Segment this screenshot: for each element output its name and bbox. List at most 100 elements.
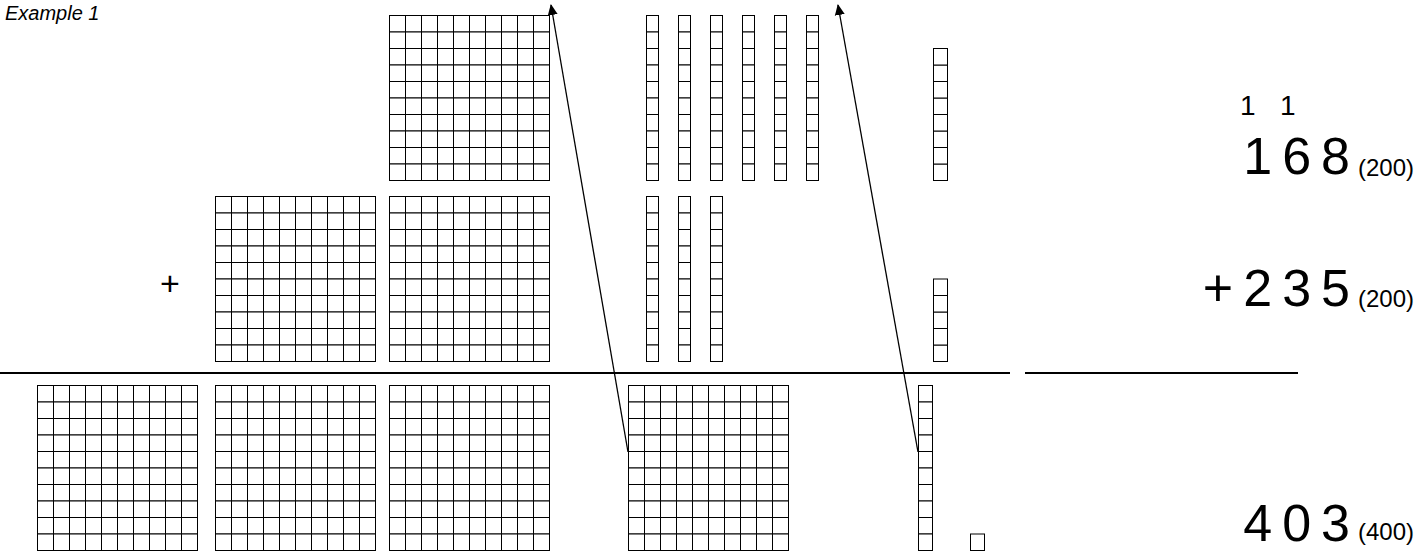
ten-rod	[711, 82, 723, 99]
ten-rod	[807, 164, 819, 181]
hundred-flat	[438, 131, 454, 148]
ten-rod	[711, 230, 723, 247]
hundred-flat	[216, 402, 232, 419]
hundred-flat	[390, 32, 406, 49]
hundred-flat	[725, 485, 741, 502]
hundred-flat	[422, 501, 438, 518]
hundred-flat	[518, 312, 534, 329]
hundred-flat	[150, 419, 166, 436]
hundred-flat	[360, 468, 376, 485]
hundred-flat	[344, 501, 360, 518]
ten-rod	[679, 131, 691, 148]
ten-rod	[647, 32, 659, 49]
hundred-flat	[438, 452, 454, 469]
hundred-flat	[312, 279, 328, 296]
hundred-flat	[406, 16, 422, 33]
hundred-flat	[677, 534, 693, 551]
hundred-flat	[757, 468, 773, 485]
hundred-flat	[518, 131, 534, 148]
ten-rod	[647, 115, 659, 132]
hundred-flat	[216, 345, 232, 362]
hundred-flat	[406, 246, 422, 263]
ten-rod	[743, 82, 755, 99]
hundred-flat	[118, 402, 134, 419]
hundred-flat	[486, 82, 502, 99]
hundred-flat	[502, 485, 518, 502]
estimate: (200)	[1358, 156, 1414, 180]
ten-rod	[679, 279, 691, 296]
hundred-flat	[406, 501, 422, 518]
hundred-flat	[438, 49, 454, 66]
ten-rod	[647, 230, 659, 247]
hundred-flat	[280, 419, 296, 436]
hundred-flat	[86, 534, 102, 551]
hundred-flat	[629, 452, 645, 469]
hundred-flat	[741, 501, 757, 518]
hundred-flat	[693, 402, 709, 419]
ten-rod	[775, 32, 787, 49]
hundred-flat	[725, 468, 741, 485]
hundred-flat	[390, 386, 406, 403]
hundred-flat	[406, 49, 422, 66]
hundred-flat	[741, 468, 757, 485]
hundred-flat	[70, 435, 86, 452]
regrouped-ten	[919, 485, 933, 502]
ten-rod	[647, 65, 659, 82]
hundred-flat	[102, 386, 118, 403]
hundred-flat	[741, 485, 757, 502]
unit-cube	[934, 98, 948, 115]
hundred-flat	[454, 148, 470, 165]
ten-rod	[679, 98, 691, 115]
hundred-flat	[454, 115, 470, 132]
hundred-flat	[534, 329, 550, 346]
hundred-flat	[486, 49, 502, 66]
hundred-flat	[390, 246, 406, 263]
hundred-flat	[182, 468, 198, 485]
hundred-flat	[312, 246, 328, 263]
hundred-flat	[328, 435, 344, 452]
hundred-flat	[629, 419, 645, 436]
hundred-flat	[344, 246, 360, 263]
hundred-flat	[677, 468, 693, 485]
hundred-flat	[406, 312, 422, 329]
hundred-flat	[216, 230, 232, 247]
unit-cube	[934, 296, 948, 313]
hundred-flat	[422, 164, 438, 181]
hundred-flat	[118, 435, 134, 452]
hundred-flat	[518, 501, 534, 518]
hundred-flat	[709, 386, 725, 403]
hundred-flat	[38, 534, 54, 551]
hundred-flat	[438, 402, 454, 419]
hundred-flat	[102, 518, 118, 535]
hundred-flat	[312, 263, 328, 280]
hundred-flat	[312, 386, 328, 403]
unit-cube	[934, 115, 948, 132]
hundred-flat	[709, 485, 725, 502]
hundred-flat	[406, 32, 422, 49]
hundred-flat	[134, 534, 150, 551]
hundred-flat	[534, 534, 550, 551]
hundred-flat	[406, 419, 422, 436]
hundred-flat	[344, 419, 360, 436]
hundred-flat	[264, 296, 280, 313]
hundred-flat	[216, 518, 232, 535]
ten-rod	[775, 115, 787, 132]
hundred-flat	[454, 534, 470, 551]
hundred-flat	[166, 386, 182, 403]
hundred-flat	[296, 329, 312, 346]
hundred-flat	[502, 16, 518, 33]
regrouped-ten	[919, 518, 933, 535]
hundred-flat	[248, 263, 264, 280]
hundred-flat	[486, 115, 502, 132]
hundred-flat	[86, 485, 102, 502]
ten-rod	[647, 98, 659, 115]
ten-rod	[679, 246, 691, 263]
hundred-flat	[518, 213, 534, 230]
hundred-flat	[360, 263, 376, 280]
hundred-flat	[264, 435, 280, 452]
hundred-flat	[502, 501, 518, 518]
hundred-flat	[518, 230, 534, 247]
hundred-flat	[232, 452, 248, 469]
hundred-flat	[470, 49, 486, 66]
hundred-flat	[280, 468, 296, 485]
